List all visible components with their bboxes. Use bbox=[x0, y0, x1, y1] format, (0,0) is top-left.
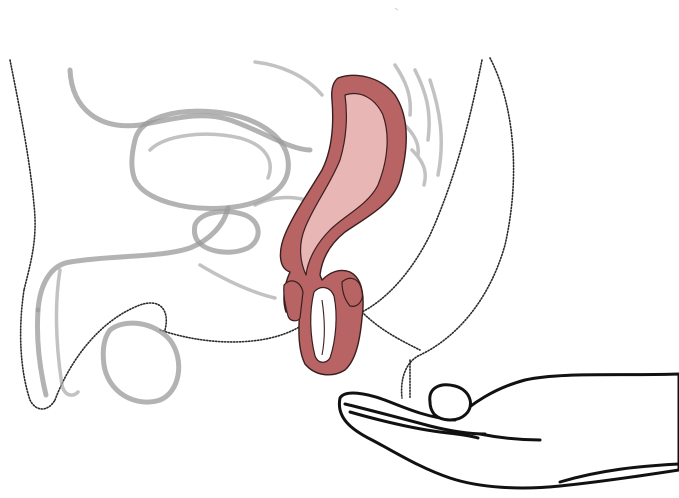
bladder bbox=[132, 111, 288, 208]
penis-shaft bbox=[56, 270, 78, 395]
pelvic-floor bbox=[200, 265, 275, 298]
prolapse-lobe-left bbox=[284, 281, 303, 321]
testis bbox=[103, 323, 178, 402]
rectum-outer-wall bbox=[280, 75, 406, 374]
intestine-upper bbox=[255, 62, 322, 95]
stray-mark bbox=[395, 8, 398, 10]
prolapsed-rectum bbox=[280, 75, 406, 374]
urethra-upper bbox=[38, 208, 228, 310]
supporting-hand bbox=[339, 374, 679, 488]
urethra-lower bbox=[37, 310, 46, 395]
prolapse-inner-channel bbox=[311, 287, 336, 362]
hand-thumb bbox=[430, 385, 471, 420]
hand-palm bbox=[339, 374, 679, 488]
perineum-contour bbox=[160, 318, 312, 342]
back-contour bbox=[402, 58, 514, 398]
abdomen-contour bbox=[10, 60, 35, 290]
bladder-inner bbox=[150, 134, 270, 178]
buttock-lower-contour bbox=[362, 312, 420, 350]
